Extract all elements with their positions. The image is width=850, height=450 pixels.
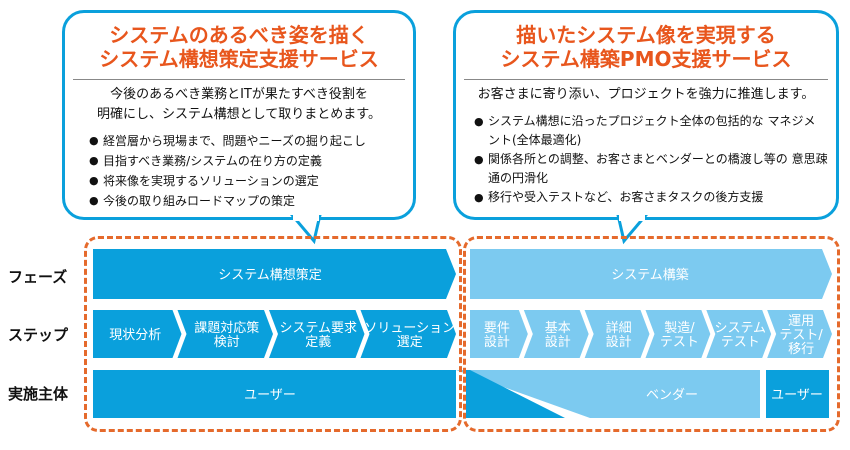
right-bullet-item: システム構想に沿ったプロジェクト全体の包括的な マネジメント(全体最適化): [474, 112, 818, 150]
left-step-label: 課題対応策検討: [194, 320, 259, 350]
right-step-label: 基本設計: [545, 321, 571, 350]
left-step-label: ソリューション選定: [364, 321, 455, 350]
right-step-label: 要件設計: [484, 321, 510, 350]
actor-bar-user-right: [766, 370, 829, 418]
right-step-chevron: [645, 310, 711, 358]
right-bubble-tail: [616, 215, 648, 245]
left-intro-line-1: 今後のあるべき業務とITが果たすべき役割を: [110, 87, 368, 102]
actor-label-vendor: ベンダー: [646, 388, 698, 403]
right-bullet-item: 関係各所との調整、お客さまとベンダーとの橋渡し等の 意思疎通の円滑化: [474, 150, 828, 188]
dashed-frame-left: [84, 236, 462, 432]
right-step-label: 製造/テスト: [660, 321, 699, 350]
left-step-chevron: [360, 310, 456, 358]
phase-arrow-right: [470, 249, 832, 299]
right-bubble-intro: お客さまに寄り添い、プロジェクトを強力に推進します。: [456, 85, 836, 105]
left-bullet-item: 経営層から現場まで、問題やニーズの掘り起こし: [89, 131, 366, 151]
left-bullet-item: 将来像を実現するソリューションの選定: [89, 171, 366, 191]
right-step-chevron: [706, 310, 772, 358]
left-divider: [73, 79, 405, 80]
left-title-line-1: システムのあるべき姿を描く: [109, 23, 369, 47]
right-step-chevron: [767, 310, 832, 358]
row-label-step: ステップ: [8, 326, 69, 344]
right-step-label: 詳細設計: [606, 320, 632, 350]
left-bullet-list: 経営層から現場まで、問題やニーズの掘り起こし 目指すべき業務/システムの在り方の…: [89, 131, 366, 211]
right-step-chevron: [584, 310, 650, 358]
phase-label-right: システム構築: [611, 268, 689, 283]
phase-arrow-left: [93, 249, 456, 299]
right-bubble-title: 描いたシステム像を実現する システム構築PMO支援サービス: [456, 23, 836, 71]
right-divider: [464, 79, 828, 80]
left-step-chevron: [269, 310, 365, 358]
right-intro-line-1: お客さまに寄り添い、プロジェクトを強力に推進します。: [477, 87, 815, 102]
right-title-line-2: システム構築PMO支援サービス: [500, 47, 792, 71]
right-service-bubble: 描いたシステム像を実現する システム構築PMO支援サービス お客さまに寄り添い、…: [453, 10, 839, 220]
right-step-chevron: [470, 310, 528, 358]
actor-bar-user-left: [93, 370, 456, 418]
left-title-line-2: システム構想策定支援サービス: [99, 47, 379, 71]
right-step-label: 運用テスト/移行: [779, 314, 823, 357]
left-bubble-title: システムのあるべき姿を描く システム構想策定支援サービス: [65, 23, 413, 71]
left-step-label: システム要求定義: [279, 321, 357, 350]
right-bullet-item: 移行や受入テストなど、お客さまタスクの後方支援: [474, 188, 828, 207]
right-step-label: システムテスト: [714, 321, 766, 350]
left-bubble-tail: [290, 215, 322, 245]
left-bullet-item: 目指すべき業務/システムの在り方の定義: [89, 151, 366, 171]
left-bullet-item: 今後の取り組みロードマップの策定: [89, 191, 366, 211]
actor-label-user-left: ユーザー: [244, 388, 296, 403]
left-step-label: 現状分析: [109, 328, 161, 343]
right-bullet-list: システム構想に沿ったプロジェクト全体の包括的な マネジメント(全体最適化) 関係…: [474, 112, 828, 207]
left-service-bubble: システムのあるべき姿を描く システム構想策定支援サービス 今後のあるべき業務とI…: [62, 10, 416, 220]
row-label-phase: フェーズ: [8, 268, 68, 286]
left-bubble-intro: 今後のあるべき業務とITが果たすべき役割を 明確にし、システム構想として取りまと…: [65, 85, 413, 125]
phase-label-left: システム構想策定: [218, 267, 322, 283]
row-label-actor: 実施主体: [8, 385, 69, 403]
dashed-frame-right: [463, 236, 840, 432]
actor-label-user-right: ユーザー: [771, 388, 823, 403]
left-step-chevron: [177, 310, 273, 358]
right-title-line-1: 描いたシステム像を実現する: [516, 23, 776, 47]
left-step-chevron: [93, 310, 182, 358]
actor-bar-vendor: [456, 370, 760, 418]
right-step-chevron: [523, 310, 589, 358]
actor-bar-user-tail: [466, 370, 565, 418]
left-intro-line-2: 明確にし、システム構想として取りまとめます。: [97, 107, 381, 122]
